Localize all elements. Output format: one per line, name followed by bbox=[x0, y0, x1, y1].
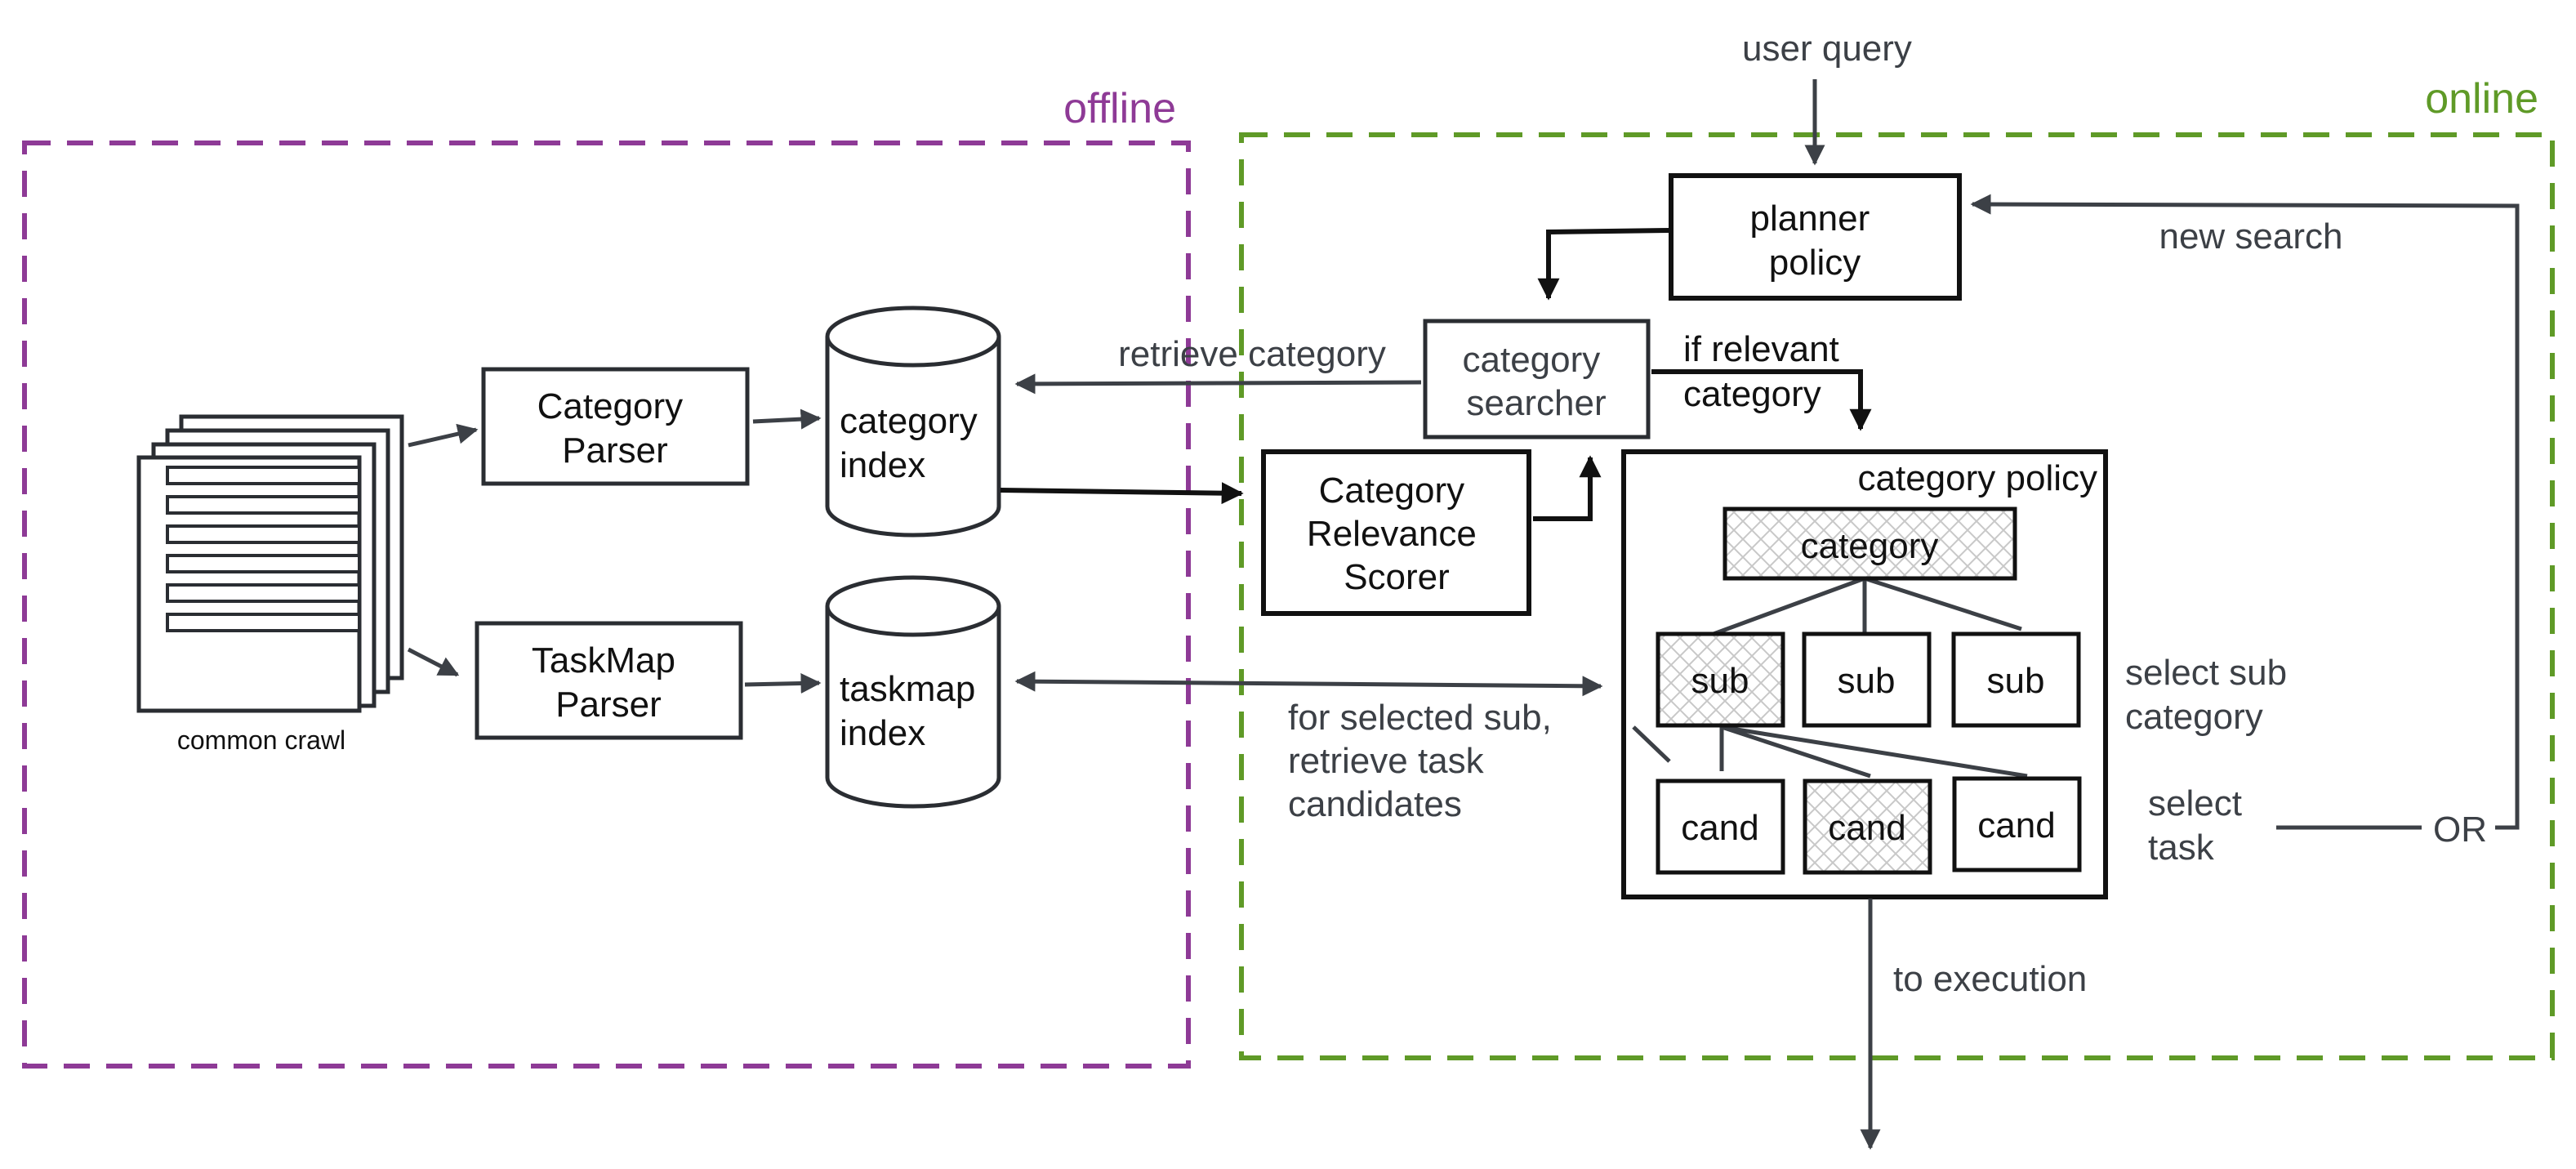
new-search-arrow bbox=[1970, 194, 2520, 830]
for-selected-sub-label: for selected sub, retrieve task candidat… bbox=[1288, 698, 1562, 824]
crawl-to-taskmap-parser-arrow bbox=[407, 647, 460, 677]
category-node-box bbox=[1723, 506, 2017, 581]
sub-node-1-label: sub bbox=[1691, 661, 1749, 701]
category-searcher-label: category searcher bbox=[1463, 340, 1611, 423]
scorer-to-searcher-arrow bbox=[1533, 455, 1602, 521]
retrieve-category-label: retrieve category bbox=[1118, 334, 1386, 374]
category-relevance-scorer-box bbox=[1261, 449, 1531, 616]
category-index-label: category index bbox=[840, 401, 987, 485]
select-sub-category-label: select sub category bbox=[2125, 653, 2297, 737]
taskmap-parser-box bbox=[475, 621, 743, 740]
cand-node-1-box bbox=[1656, 779, 1785, 875]
planner-policy-label: planner policy bbox=[1749, 199, 1879, 283]
planner-to-searcher-arrow bbox=[1537, 228, 1672, 301]
select-task-label: select task bbox=[2148, 783, 2252, 868]
sub-node-3-label: sub bbox=[1987, 661, 2045, 701]
cand-node-3-box bbox=[1952, 776, 2082, 872]
taskmap-index-label: taskmap index bbox=[840, 669, 986, 753]
common-crawl-documents-icon bbox=[136, 414, 404, 713]
index-to-scorer-arrow bbox=[1000, 482, 1244, 505]
if-relevant-arrow bbox=[1651, 369, 1872, 431]
sub-node-2-box bbox=[1802, 631, 1932, 728]
cand-node-3-label: cand bbox=[1977, 805, 2055, 846]
category-policy-label: category policy bbox=[1858, 458, 2097, 498]
online-region bbox=[1239, 132, 2555, 1060]
sub-node-1-box bbox=[1656, 631, 1785, 728]
taskmap-parser-to-index-arrow bbox=[744, 672, 822, 694]
category-relevance-scorer-label: Category Relevance Scorer bbox=[1307, 471, 1486, 597]
sub-node-3-box bbox=[1951, 631, 2081, 728]
offline-label: offline bbox=[1063, 85, 1176, 132]
online-label: online bbox=[2425, 75, 2538, 123]
common-crawl-label: common crawl bbox=[177, 725, 345, 755]
new-search-label: new search bbox=[2159, 216, 2342, 257]
category-parser-to-index-arrow bbox=[752, 408, 822, 430]
category-parser-label: Category Parser bbox=[537, 386, 693, 471]
cand-node-2-label: cand bbox=[1828, 808, 1905, 848]
taskmap-index-cylinder bbox=[825, 575, 1001, 809]
sub-node-2-label: sub bbox=[1838, 661, 1896, 701]
user-query-label: user query bbox=[1742, 29, 1912, 69]
taskmap-parser-label: TaskMap Parser bbox=[532, 640, 685, 725]
to-execution-label: to execution bbox=[1893, 959, 2087, 999]
retrieve-category-arrow bbox=[1014, 373, 1422, 395]
category-searcher-box bbox=[1423, 319, 1651, 439]
policy-tree-connectors bbox=[1632, 576, 2028, 779]
if-relevant-category-label: if relevant category bbox=[1683, 329, 1849, 414]
offline-region bbox=[22, 141, 1191, 1069]
cand-node-2-box bbox=[1803, 779, 1932, 875]
category-index-cylinder bbox=[825, 306, 1001, 538]
taskmap-retrieve-arrow bbox=[1014, 671, 1603, 697]
category-node-label: category bbox=[1801, 526, 1939, 566]
planner-policy-box bbox=[1669, 173, 1962, 301]
cand-node-1-label: cand bbox=[1681, 808, 1758, 848]
category-parser-box bbox=[481, 367, 750, 486]
crawl-to-category-parser-arrow bbox=[408, 423, 479, 448]
or-label: OR bbox=[2433, 810, 2487, 850]
